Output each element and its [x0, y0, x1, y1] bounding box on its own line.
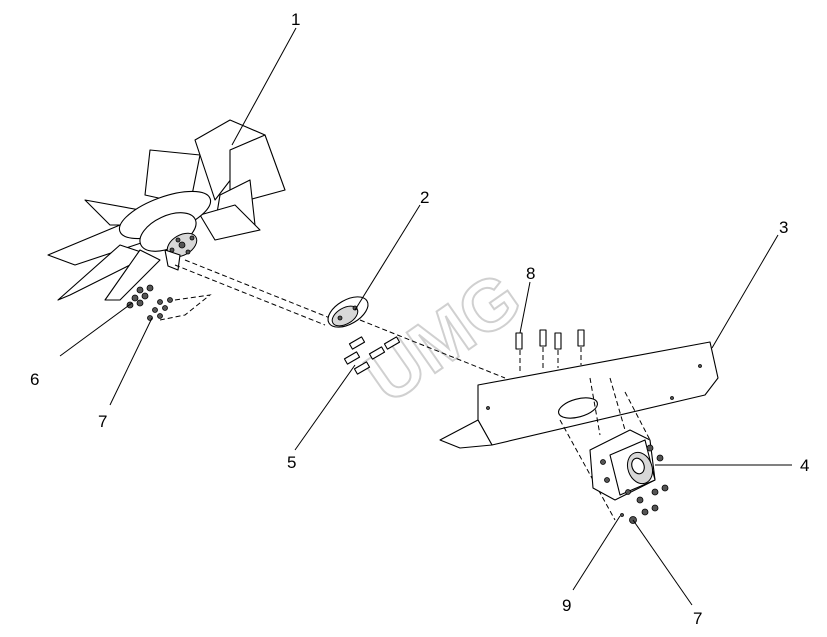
callout-6: 6 [30, 370, 39, 389]
hub-plate [327, 296, 369, 328]
callout-8: 8 [526, 264, 535, 283]
bracket-bolt-group [515, 329, 585, 372]
hydraulic-pump [589, 429, 669, 524]
alignment-line [184, 259, 336, 321]
alignment-line [624, 391, 651, 441]
mounting-bracket [439, 341, 719, 449]
callout-5: 5 [287, 453, 296, 472]
callout-7-pump: 7 [693, 609, 702, 628]
bolt-group [343, 336, 401, 375]
alignment-line [609, 377, 626, 431]
fan-nuts-group [126, 284, 212, 321]
callout-9: 9 [562, 596, 571, 615]
fan-assembly [47, 119, 286, 301]
callout-7-fan: 7 [98, 412, 107, 431]
alignment-line [174, 264, 326, 326]
alignment-line [589, 377, 601, 436]
callout-2: 2 [420, 188, 429, 207]
alignment-line [359, 319, 506, 379]
alignment-line [559, 419, 616, 521]
callout-3: 3 [779, 218, 788, 237]
callout-4: 4 [800, 456, 809, 475]
leader-lines [59, 27, 792, 606]
callout-1: 1 [291, 10, 300, 29]
